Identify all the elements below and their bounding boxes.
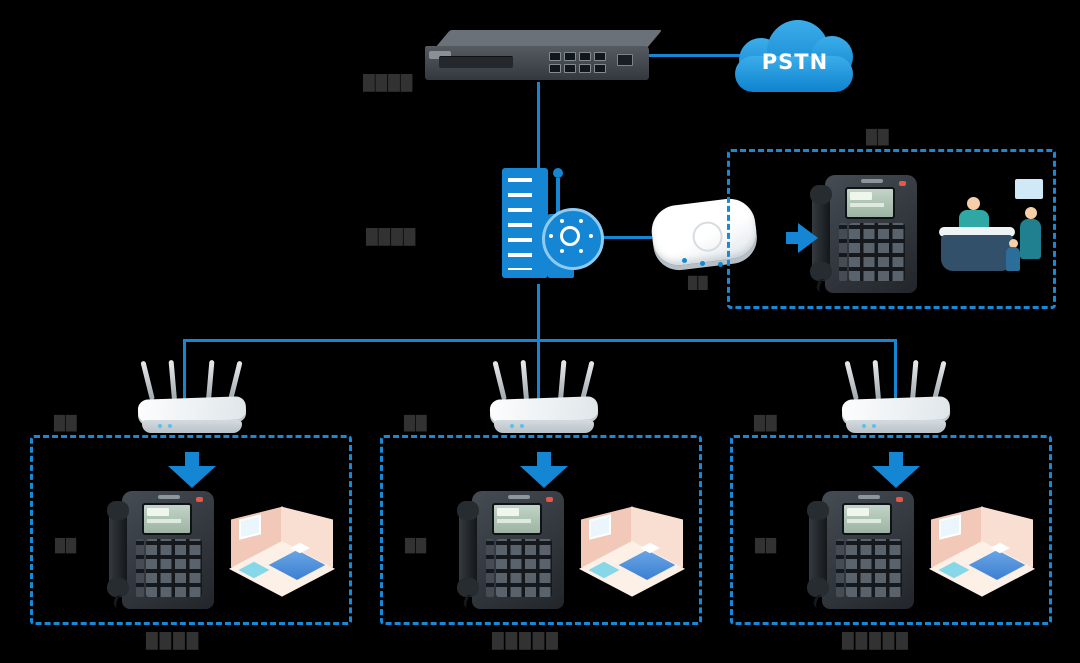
zone-3-phone-label: ██ [755,539,777,554]
connector-line [649,54,742,57]
ip-phone [810,171,919,297]
wireless-router-device [134,358,250,454]
connector-line [537,341,540,400]
wireless-ap-device [648,195,764,274]
ethernet-port-icon [564,52,576,61]
ip-phone [107,487,216,613]
guest-figure [1025,207,1037,219]
antenna-icon [558,359,567,401]
switch-connector [429,51,451,59]
antenna-icon [168,359,177,401]
ethernet-port-icon [579,52,591,61]
zone-3-caption: █████ [842,632,910,650]
dial-ring [560,226,580,246]
phone-side-keys [839,223,847,281]
antenna-icon [492,360,507,401]
ethernet-port-icon [564,64,576,73]
receptionist-figure [967,197,980,210]
zone-2-caption: █████ [492,632,560,650]
front-desk-illustration [937,173,1047,299]
voice-gateway-label: ████ [363,74,414,92]
arrow-down-icon [520,452,568,488]
hotel-room-illustration [229,501,335,605]
wireless-router-device [838,358,954,454]
antenna-icon [206,359,215,401]
guest-room-zone-box: ██ [30,435,352,625]
connector-line [537,284,540,341]
building-windows [508,178,532,270]
antenna-mast-icon [556,178,560,216]
connector-line [183,339,897,342]
zone-1-box-label: ██ [54,416,78,432]
guest-room-zone-box: ██ [730,435,1052,625]
zone-1-phone-label: ██ [55,539,77,554]
switch-port-block [549,52,606,73]
antenna-icon [228,360,243,401]
antenna-icon [520,359,529,401]
cloud-base [735,56,853,92]
antenna-icon [580,360,595,401]
ap-label: ██ [688,276,709,290]
phone-brand-mark [861,179,883,183]
uplink-port-icon [617,54,633,66]
zone-1-caption: ████ [146,632,201,650]
ethernet-port-icon [549,64,561,73]
guest-room-zone-box: ██ [380,435,702,625]
antenna-dot-icon [553,168,563,178]
zone-2-box-label: ██ [404,416,428,432]
ethernet-port-icon [594,64,606,73]
antenna-icon [872,359,881,401]
phone-led [899,181,906,186]
connector-line [598,236,652,239]
reception-desk [939,227,1015,237]
phone-screen [845,187,895,219]
ip-pbx-label: ████ [366,228,417,246]
ethernet-port-icon [594,52,606,61]
antenna-icon [932,360,947,401]
antenna-icon [844,360,859,401]
antenna-icon [910,359,919,401]
ethernet-port-icon [549,52,561,61]
zone-2-phone-label: ██ [405,539,427,554]
phone-keypad [849,223,905,281]
pstn-cloud-label: PSTN [761,50,829,74]
front-desk-zone-box [727,149,1056,309]
switch-slot [439,56,513,68]
connector-line [537,82,540,168]
ap-ring [690,219,725,254]
antenna-icon [140,360,155,401]
front-desk-box-label: ██ [866,130,890,146]
phone-handset [810,185,832,281]
building-tower [502,168,548,278]
pstn-cloud: PSTN [733,16,857,96]
voice-gateway-device [425,28,663,84]
arrow-down-icon [168,452,216,488]
wireless-router-device [486,358,602,454]
arrow-down-icon [872,452,920,488]
connector-line [183,341,186,400]
ip-phone [807,487,916,613]
ip-phone [457,487,566,613]
hotel-room-illustration [929,501,1035,605]
signboard [1015,179,1043,199]
arrow-right-icon [786,223,820,253]
dial-badge-icon [542,208,604,270]
child-figure [1009,239,1018,248]
ip-pbx-icon [490,162,606,284]
hotel-room-illustration [579,501,685,605]
connector-line [894,341,897,400]
ethernet-port-icon [579,64,591,73]
zone-3-box-label: ██ [754,416,778,432]
